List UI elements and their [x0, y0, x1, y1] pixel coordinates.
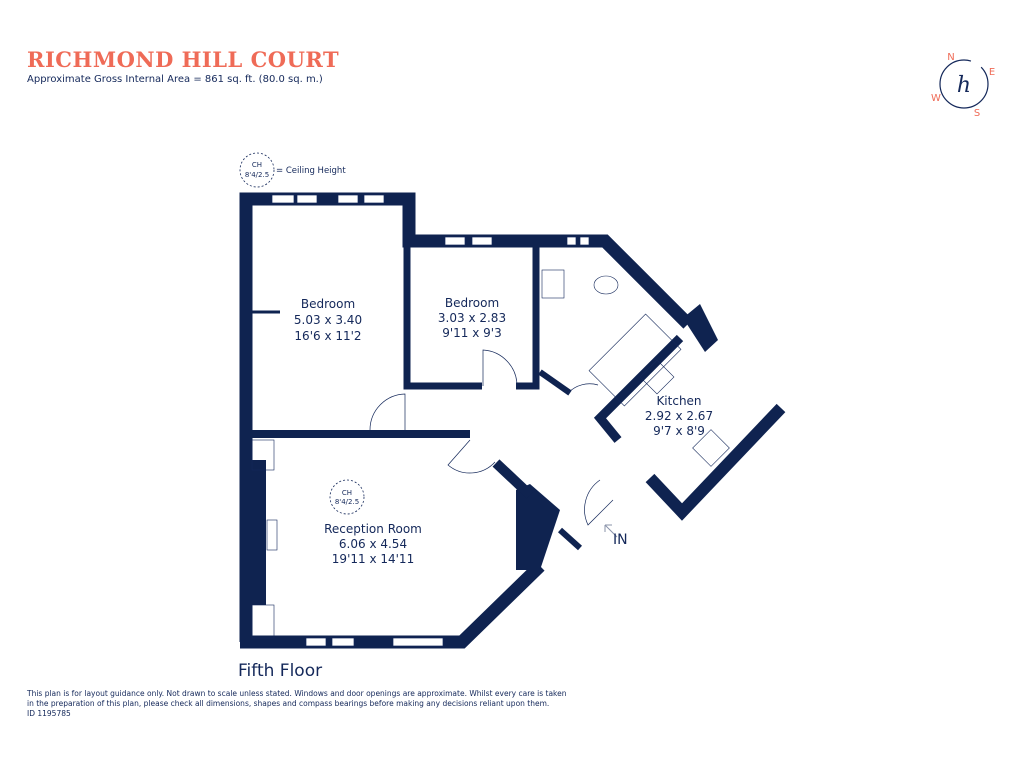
doors: [369, 349, 614, 526]
svg-text:5.03 x 3.40: 5.03 x 3.40: [294, 313, 362, 327]
room-bedroom-2: Bedroom 3.03 x 2.83 9'11 x 9'3: [438, 296, 506, 340]
disclaimer-line-2: in the preparation of this plan, please …: [27, 699, 550, 708]
fixtures: [251, 269, 730, 639]
svg-text:IN: IN: [613, 532, 628, 548]
room-kitchen: Kitchen 2.92 x 2.67 9'7 x 8'9: [645, 394, 713, 438]
floor-label: Fifth Floor: [238, 661, 322, 681]
walls: [239, 192, 786, 649]
bath-icon: [588, 313, 682, 407]
windows: [271, 194, 590, 647]
svg-text:2.92 x 2.67: 2.92 x 2.67: [645, 409, 713, 423]
svg-text:19'11 x 14'11: 19'11 x 14'11: [332, 552, 414, 566]
disclaimer: This plan is for layout guidance only. N…: [27, 689, 587, 719]
svg-text:16'6 x 11'2: 16'6 x 11'2: [294, 329, 361, 343]
svg-text:9'11 x 9'3: 9'11 x 9'3: [442, 326, 502, 340]
property-title: RICHMOND HILL COURT: [27, 47, 340, 72]
ceiling-height-legend: CH 8'4/2.5 = Ceiling Height: [239, 152, 346, 188]
svg-text:9'7 x 8'9: 9'7 x 8'9: [653, 424, 705, 438]
svg-text:CH: CH: [342, 489, 352, 497]
compass-east: E: [989, 67, 995, 78]
plan-id: ID 1195785: [27, 709, 71, 718]
svg-text:Kitchen: Kitchen: [656, 394, 701, 408]
svg-text:6.06 x 4.54: 6.06 x 4.54: [339, 537, 407, 551]
gross-area: Approximate Gross Internal Area = 861 sq…: [27, 74, 323, 85]
svg-text:= Ceiling Height: = Ceiling Height: [276, 166, 346, 176]
compass-south: S: [974, 108, 980, 119]
room-bedroom-1: Bedroom 5.03 x 3.40 16'6 x 11'2: [294, 297, 362, 343]
compass-north: N: [947, 52, 954, 63]
svg-text:Reception Room: Reception Room: [324, 522, 422, 536]
logo-letter: h: [957, 73, 971, 98]
room-reception: CH 8'4/2.5 Reception Room 6.06 x 4.54 19…: [324, 479, 422, 566]
svg-text:3.03 x 2.83: 3.03 x 2.83: [438, 311, 506, 325]
compass-west: W: [931, 93, 941, 104]
fireplace-icon: [266, 519, 278, 551]
compass-logo: h N E S W: [931, 52, 995, 119]
hob-icon: [639, 359, 675, 395]
entrance-arrow-icon: [604, 524, 618, 538]
svg-text:8'4/2.5: 8'4/2.5: [245, 171, 269, 179]
basin-icon: [541, 269, 565, 299]
entrance-marker: IN: [604, 524, 628, 548]
toilet-icon: [593, 275, 619, 295]
svg-text:8'4/2.5: 8'4/2.5: [335, 498, 359, 506]
svg-text:CH: CH: [252, 161, 262, 169]
disclaimer-line-1: This plan is for layout guidance only. N…: [27, 689, 567, 698]
svg-text:Bedroom: Bedroom: [445, 296, 499, 310]
svg-text:Bedroom: Bedroom: [301, 297, 355, 311]
sink-icon: [692, 429, 730, 467]
